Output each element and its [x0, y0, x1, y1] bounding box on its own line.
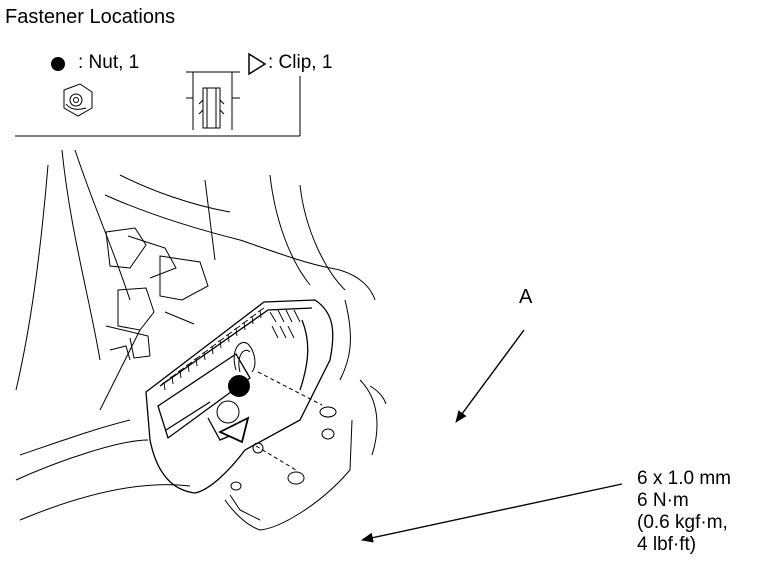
mounting-holes	[230, 406, 337, 491]
torque-spec-line: (0.6 kgf·m,	[637, 512, 728, 533]
clip-symbol-icon	[248, 52, 267, 76]
vehicle-body-lines	[15, 149, 387, 531]
arrow-icon	[361, 483, 623, 543]
nut-symbol-icon	[51, 57, 65, 71]
nut-legend-label: : Nut, 1	[78, 52, 140, 73]
clip-location-marker	[217, 416, 250, 444]
nut-part-icon	[63, 83, 93, 117]
page-title: Fastener Locations	[5, 6, 176, 28]
bracket-parts	[105, 227, 209, 361]
leader-dashes	[255, 371, 323, 471]
torque-spec-line: 6 N·m	[637, 490, 689, 511]
torque-spec-line: 6 x 1.0 mm	[637, 468, 731, 489]
clip-part-icon	[186, 71, 240, 130]
nut-location-marker	[228, 375, 250, 397]
torque-spec-line: 4 lbf·ft)	[637, 534, 697, 555]
arrow-icon	[455, 329, 525, 423]
clip-spring	[216, 342, 256, 424]
clip-legend-label: : Clip, 1	[268, 52, 333, 73]
legend-box	[15, 76, 301, 137]
housing-ribs	[161, 307, 301, 391]
callout-label-a: A	[519, 286, 533, 308]
